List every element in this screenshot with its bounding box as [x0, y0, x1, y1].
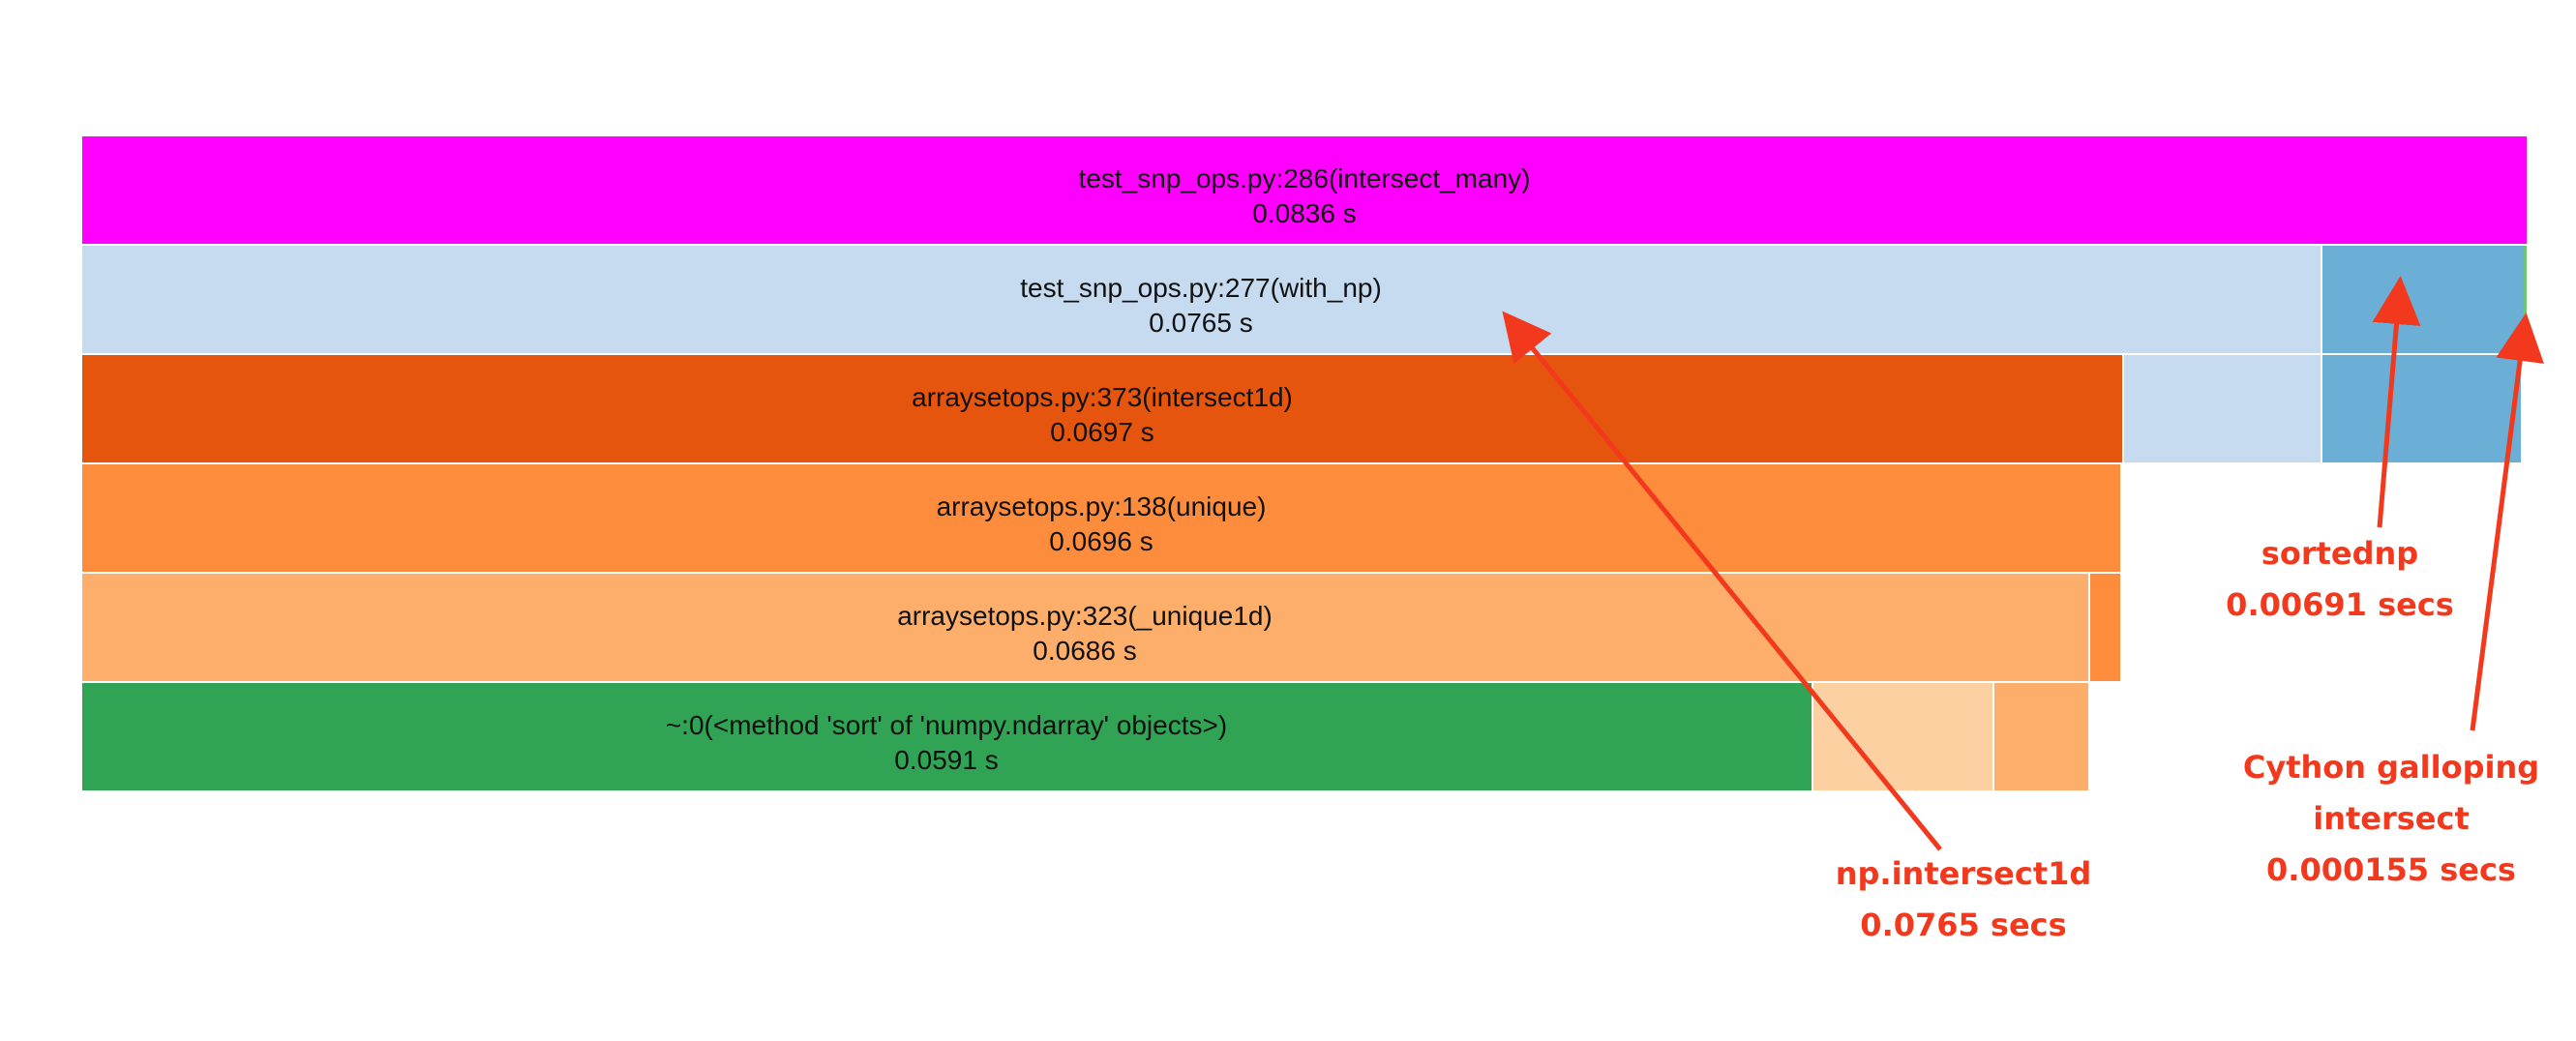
frame-with-np-self[interactable]	[2124, 355, 2321, 462]
annotation-cython: Cython galloping intersect 0.000155 secs	[2243, 742, 2539, 896]
frame-time: 0.0697 s	[1050, 417, 1154, 447]
frame-with-np[interactable]	[82, 246, 2321, 353]
annotation-sortednp: sortednp 0.00691 secs	[2226, 528, 2454, 631]
frame-time: 0.0836 s	[1252, 198, 1357, 228]
frame-intersect1d-label: arraysetops.py:373(intersect1d) 0.0697 s	[912, 380, 1293, 450]
frame-intersect-many-label: test_snp_ops.py:286(intersect_many) 0.08…	[1079, 162, 1531, 231]
frame-name: ~:0(<method 'sort' of 'numpy.ndarray' ob…	[665, 710, 1228, 740]
annotation-line: np.intersect1d	[1835, 855, 2092, 892]
frame-name: arraysetops.py:323(_unique1d)	[897, 601, 1273, 631]
frame-unique1d-label: arraysetops.py:323(_unique1d) 0.0686 s	[897, 599, 1273, 669]
frame-intersect-many[interactable]	[82, 136, 2527, 244]
annotation-line: 0.000155 secs	[2266, 851, 2516, 888]
annotation-line: 0.0765 secs	[1860, 907, 2067, 943]
frame-unique1d-sub-a[interactable]	[1813, 683, 1992, 790]
frame-sortednp-child[interactable]	[2322, 355, 2521, 462]
frame-time: 0.0686 s	[1033, 636, 1137, 666]
frame-unique-label: arraysetops.py:138(unique) 0.0696 s	[937, 490, 1267, 559]
frame-time: 0.0765 s	[1149, 308, 1253, 338]
frame-time: 0.0591 s	[894, 745, 999, 775]
frame-name: test_snp_ops.py:277(with_np)	[1020, 273, 1382, 303]
frame-cython-intersect[interactable]	[2524, 246, 2527, 353]
frame-sort-label: ~:0(<method 'sort' of 'numpy.ndarray' ob…	[666, 708, 1227, 778]
annotation-line: 0.00691 secs	[2226, 586, 2454, 623]
annotation-line: sortednp	[2261, 535, 2419, 572]
frame-unique-other[interactable]	[2090, 574, 2120, 681]
frame-name: test_snp_ops.py:286(intersect_many)	[1078, 164, 1531, 193]
annotation-np-intersect: np.intersect1d 0.0765 secs	[1836, 848, 2092, 951]
frame-with-np-label: test_snp_ops.py:277(with_np) 0.0765 s	[1020, 271, 1382, 341]
frame-name: arraysetops.py:373(intersect1d)	[912, 382, 1293, 412]
frame-time: 0.0696 s	[1049, 526, 1153, 556]
frame-sortednp[interactable]	[2322, 246, 2524, 353]
annotation-line: Cython galloping	[2242, 749, 2540, 786]
frame-unique1d-sub-b[interactable]	[1994, 683, 2088, 790]
frame-name: arraysetops.py:138(unique)	[936, 491, 1267, 521]
annotation-line: intersect	[2313, 800, 2470, 837]
